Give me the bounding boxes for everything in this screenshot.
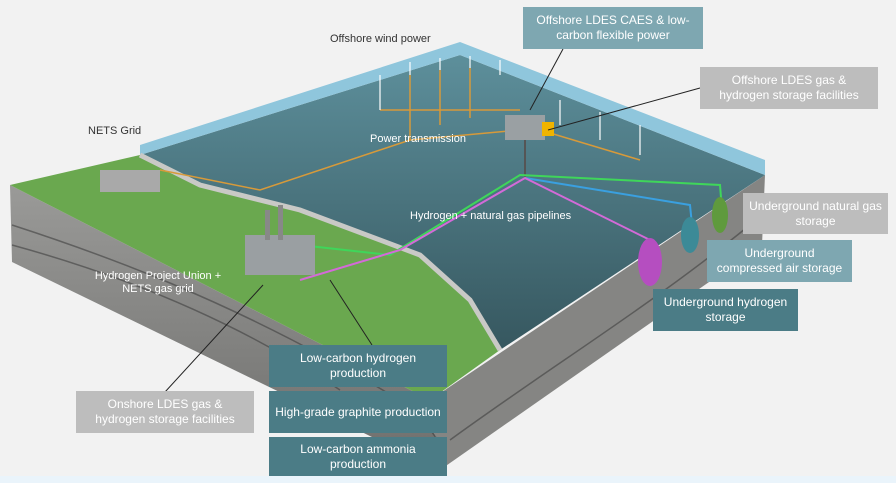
coastline	[138, 152, 503, 352]
bottom-strip	[0, 476, 896, 483]
land-surface	[10, 155, 500, 400]
leader-lines	[164, 48, 701, 393]
power-transmission-line	[159, 68, 641, 191]
gas-pipeline	[299, 173, 723, 257]
sea-surface	[140, 55, 765, 350]
compressed-air-cavern	[681, 217, 699, 253]
underground-hydrogen-box: Underground hydrogen storage	[653, 289, 798, 331]
nets-grid-label: NETS Grid	[88, 125, 142, 137]
offshore-wind-label: Offshore wind power	[330, 33, 431, 45]
hydrogen-project-union-label: Hydrogen Project Union + NETS gas grid	[94, 270, 222, 295]
onshore-gas-storage-box: Onshore LDES gas & hydrogen storage faci…	[76, 391, 254, 433]
graphite-production-box: High-grade graphite production	[269, 391, 447, 433]
hydrogen-cavern	[638, 238, 662, 286]
power-transmission-label: Power transmission	[370, 133, 466, 145]
hydrogen-production-box: Low-carbon hydrogen production	[269, 345, 447, 387]
underground-natural-gas-box: Underground natural gas storage	[743, 193, 888, 234]
natural-gas-cavern	[712, 197, 728, 233]
offshore-gas-storage-box: Offshore LDES gas & hydrogen storage fac…	[700, 67, 878, 109]
sea-back-edge	[140, 42, 765, 175]
wind-turbines	[379, 56, 641, 155]
offshore-platform	[505, 115, 545, 140]
offshore-caes-box: Offshore LDES CAES & low-carbon flexible…	[523, 7, 703, 49]
offshore-gas-storage	[542, 122, 554, 136]
onshore-plant	[245, 235, 315, 275]
underground-compressed-air-box: Underground compressed air storage	[707, 240, 852, 282]
right-cross-section	[430, 175, 765, 470]
ammonia-production-box: Low-carbon ammonia production	[269, 437, 447, 477]
pipelines-label: Hydrogen + natural gas pipelines	[410, 210, 572, 222]
nets-grid-substation	[100, 170, 160, 192]
